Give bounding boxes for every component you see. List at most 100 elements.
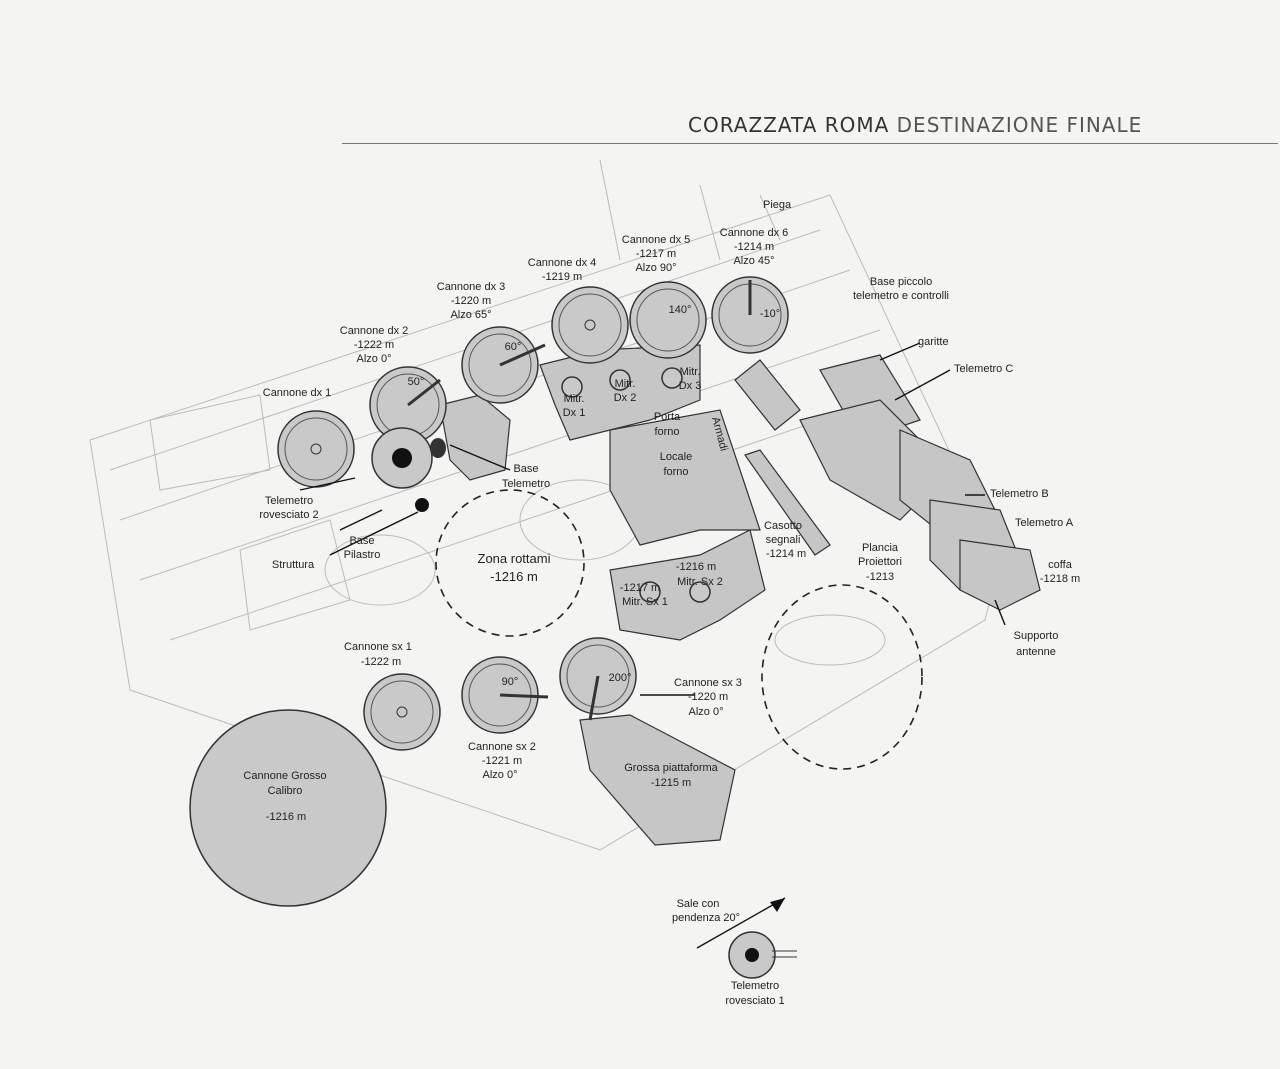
- title-sub: DESTINAZIONE FINALE: [896, 113, 1143, 137]
- label-sx3-name: Cannone sx 3: [674, 677, 742, 689]
- label-mitr-sx1: Mitr. Sx 1: [622, 596, 668, 608]
- label-telemetro-a: Telemetro A: [1015, 517, 1074, 529]
- label-plancia: Plancia: [862, 542, 899, 554]
- label-telemetro-c: Telemetro C: [954, 363, 1013, 375]
- gun-dx5: [629, 281, 707, 359]
- page-title: CORAZZATA ROMA DESTINAZIONE FINALE: [688, 113, 1142, 137]
- label-coffa: coffa: [1048, 559, 1073, 571]
- telemetro-rovesciato-2: [371, 427, 446, 489]
- label-grosso-calibro: Calibro: [268, 785, 303, 797]
- label-base-piccolo-1: Base piccolo: [870, 276, 932, 288]
- label-angle-dx2: 50°: [408, 376, 425, 388]
- label-grosso-depth: -1216 m: [266, 811, 306, 823]
- label-angle-dx6: -10°: [760, 308, 780, 320]
- gun-dx4: [551, 286, 629, 364]
- label-struttura: Struttura: [272, 559, 315, 571]
- label-dx3-depth: -1220 m: [451, 295, 491, 307]
- leader-lines: [299, 342, 1006, 949]
- label-dx2-alzo: Alzo 0°: [357, 353, 392, 365]
- label-base-telemetro: Base: [513, 463, 538, 475]
- label-casotto-b: segnali: [766, 534, 801, 546]
- label-angle-sx2: 90°: [502, 676, 519, 688]
- label-mitr-dx2-b: Dx 2: [614, 392, 637, 404]
- label-sx3-alzo: Alzo 0°: [689, 706, 724, 718]
- label-sx1-depth: -1222 m: [361, 656, 401, 668]
- gun-grosso-calibro: [189, 709, 387, 907]
- label-plancia-b: Proiettori: [858, 556, 902, 568]
- diagram-labels: Piega Cannone dx 6 -1214 m Alzo 45° Cann…: [243, 199, 1080, 1007]
- label-supporto: Supporto: [1014, 630, 1059, 642]
- label-mitr-dx1: Mitr.: [564, 393, 585, 405]
- label-base-pilastro-b: Pilastro: [344, 549, 381, 561]
- gun-sx2: [461, 656, 549, 734]
- label-dx6-name: Cannone dx 6: [720, 227, 789, 239]
- label-dx3-name: Cannone dx 3: [437, 281, 506, 293]
- header-rule: [342, 143, 1278, 144]
- label-zona-rottami: Zona rottami: [478, 551, 551, 566]
- label-mitr-sx1-depth: -1217 m: [620, 582, 660, 594]
- label-casotto-depth: -1214 m: [766, 548, 806, 560]
- label-piega: Piega: [763, 199, 792, 211]
- label-garitte: garitte: [918, 336, 949, 348]
- gun-dx1: [277, 410, 355, 488]
- label-sx1-name: Cannone sx 1: [344, 641, 412, 653]
- label-telemetro-rov1: Telemetro: [731, 980, 779, 992]
- label-plancia-depth: -1213: [866, 571, 894, 583]
- label-telemetro-rov1-b: rovesciato 1: [725, 995, 784, 1007]
- gun-dx6: [711, 276, 789, 354]
- label-dx3-alzo: Alzo 65°: [450, 309, 491, 321]
- label-angle-sx3: 200°: [609, 672, 632, 684]
- label-telemetro-rov2: Telemetro: [265, 495, 313, 507]
- label-porta-forno: Porta: [654, 411, 681, 423]
- label-dx4-depth: -1219 m: [542, 271, 582, 283]
- label-dx1-name: Cannone dx 1: [263, 387, 332, 399]
- zona-rottami-circle: [435, 489, 585, 637]
- label-grosso-name: Cannone Grosso: [243, 770, 326, 782]
- label-angle-dx5: 140°: [669, 304, 692, 316]
- gun-turrets: [189, 276, 789, 907]
- label-piattaforma-depth: -1215 m: [651, 777, 691, 789]
- debris-zone-circle: [761, 584, 923, 770]
- label-dx4-name: Cannone dx 4: [528, 257, 597, 269]
- superstructure-blocks: [439, 344, 1041, 846]
- label-mitr-sx2: Mitr. Sx 2: [677, 576, 723, 588]
- gun-sx3: [559, 637, 637, 721]
- label-base-piccolo-2: telemetro e controlli: [853, 290, 949, 302]
- label-locale-forno: Locale: [660, 451, 692, 463]
- telemetro-rovesciato-1: [728, 931, 797, 979]
- label-angle-dx3: 60°: [505, 341, 522, 353]
- label-pendenza: pendenza 20°: [672, 912, 740, 924]
- label-dx6-depth: -1214 m: [734, 241, 774, 253]
- label-porta-forno-b: forno: [654, 426, 679, 438]
- label-sx2-alzo: Alzo 0°: [483, 769, 518, 781]
- label-mitr-dx3: Mitr.: [680, 366, 701, 378]
- gun-dx3: [461, 326, 546, 404]
- label-telemetro-rov2-b: rovesciato 2: [259, 509, 318, 521]
- label-sx3-depth: -1220 m: [688, 691, 728, 703]
- label-coffa-depth: -1218 m: [1040, 573, 1080, 585]
- label-mitr-sx2-depth: -1216 m: [676, 561, 716, 573]
- label-dx6-alzo: Alzo 45°: [733, 255, 774, 267]
- gun-sx1: [363, 673, 441, 751]
- label-sx2-name: Cannone sx 2: [468, 741, 536, 753]
- label-casotto: Casotto: [764, 520, 802, 532]
- label-piattaforma: Grossa piattaforma: [624, 762, 718, 774]
- label-dx5-depth: -1217 m: [636, 248, 676, 260]
- label-sx2-depth: -1221 m: [482, 755, 522, 767]
- label-antenne: antenne: [1016, 646, 1056, 658]
- label-mitr-dx3-b: Dx 3: [679, 380, 702, 392]
- label-base-pilastro: Base: [349, 535, 374, 547]
- label-mitr-dx1-b: Dx 1: [563, 407, 586, 419]
- title-main: CORAZZATA ROMA: [688, 113, 890, 137]
- label-dx2-depth: -1222 m: [354, 339, 394, 351]
- label-sale: Sale con: [677, 898, 720, 910]
- label-base-telemetro-b: Telemetro: [502, 478, 550, 490]
- label-dx2-name: Cannone dx 2: [340, 325, 409, 337]
- mitr-dx-circles: [561, 367, 711, 603]
- label-dx5-name: Cannone dx 5: [622, 234, 691, 246]
- base-pilastro-marker: [415, 498, 429, 512]
- label-locale-forno-b: forno: [663, 466, 688, 478]
- label-dx5-alzo: Alzo 90°: [635, 262, 676, 274]
- label-mitr-dx2: Mitr.: [615, 378, 636, 390]
